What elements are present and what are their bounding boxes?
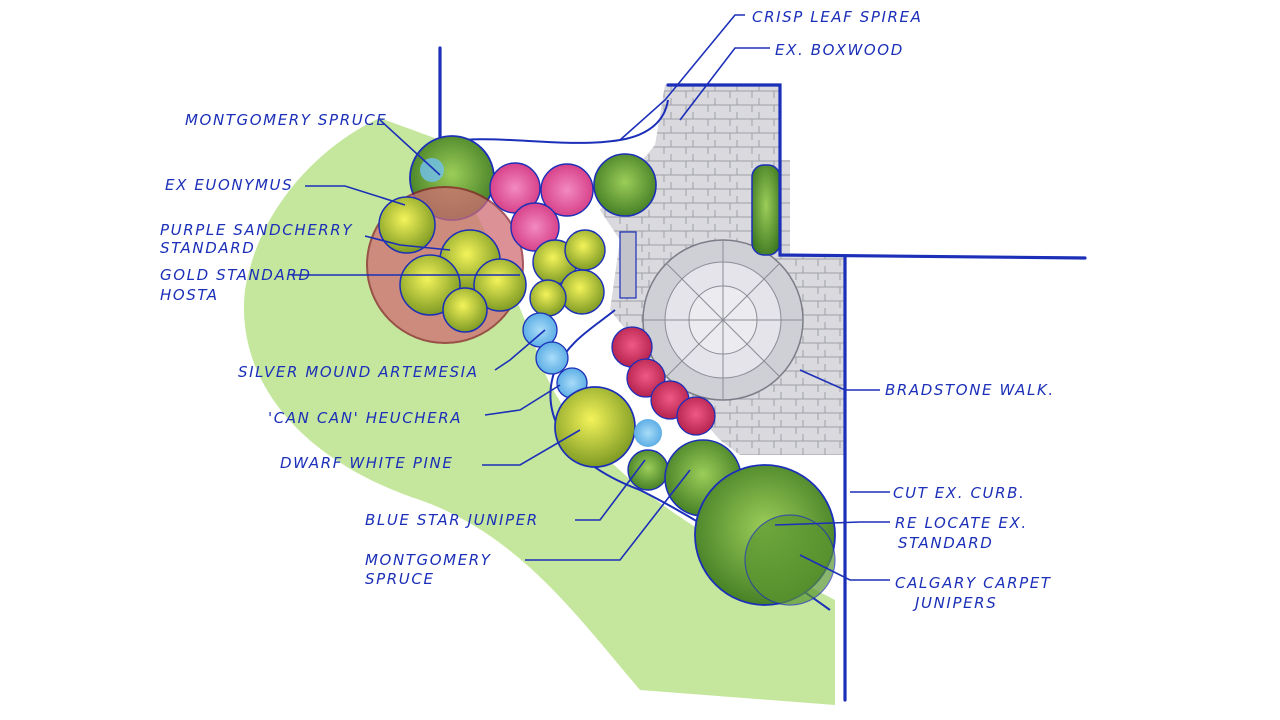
ex-euonymus xyxy=(593,153,657,217)
gold-hosta xyxy=(378,196,527,333)
label-ex-euonymus: EX EUONYMUS xyxy=(165,176,293,194)
label-purple-sandcherry-2: STANDARD xyxy=(160,239,255,257)
dwarf-white-pine xyxy=(554,386,636,468)
label-relocate-2: STANDARD xyxy=(898,534,993,552)
label-montgomery-spruce-top: MONTGOMERY SPRUCE xyxy=(185,111,387,129)
step-slab xyxy=(619,231,637,299)
label-cut-ex-curb: CUT EX. CURB. xyxy=(893,484,1025,502)
label-silver-mound: SILVER MOUND ARTEMESIA xyxy=(238,363,479,381)
label-montgomery-spruce-bottom-1: MONTGOMERY xyxy=(365,551,492,569)
label-purple-sandcherry-1: PURPLE SANDCHERRY xyxy=(160,221,353,239)
boxwood-hedge xyxy=(751,164,781,256)
house-outline xyxy=(666,83,1087,260)
heuchera-yellow xyxy=(529,229,606,317)
calgary-carpet-junipers xyxy=(694,464,836,606)
label-calgary-2: JUNIPERS xyxy=(912,594,997,612)
label-calgary-1: CALGARY CARPET xyxy=(895,574,1052,592)
leader-lines xyxy=(292,14,890,581)
circular-paver xyxy=(642,239,804,401)
bed-edge xyxy=(439,99,669,146)
label-bradstone-walk: BRADSTONE WALK. xyxy=(885,381,1055,399)
label-blue-star: BLUE STAR JUNIPER xyxy=(365,511,539,529)
label-can-can: 'CAN CAN' HEUCHERA xyxy=(268,409,462,427)
can-can-heuchera xyxy=(611,326,716,436)
label-montgomery-spruce-bottom-2: SPRUCE xyxy=(365,570,435,588)
silver-mound-artemesia xyxy=(522,312,588,399)
label-relocate-1: RE LOCATE EX. xyxy=(895,514,1028,532)
label-gold-standard-2: HOSTA xyxy=(160,286,219,304)
label-gold-standard-1: GOLD STANDARD xyxy=(160,266,311,284)
label-crisp-leaf-spirea: CRISP LEAF SPIREA xyxy=(752,8,923,26)
label-ex-boxwood: EX. BOXWOOD xyxy=(775,41,904,59)
crisp-leaf-spirea xyxy=(489,162,594,252)
label-dwarf-white-pine: DWARF WHITE PINE xyxy=(280,454,453,472)
